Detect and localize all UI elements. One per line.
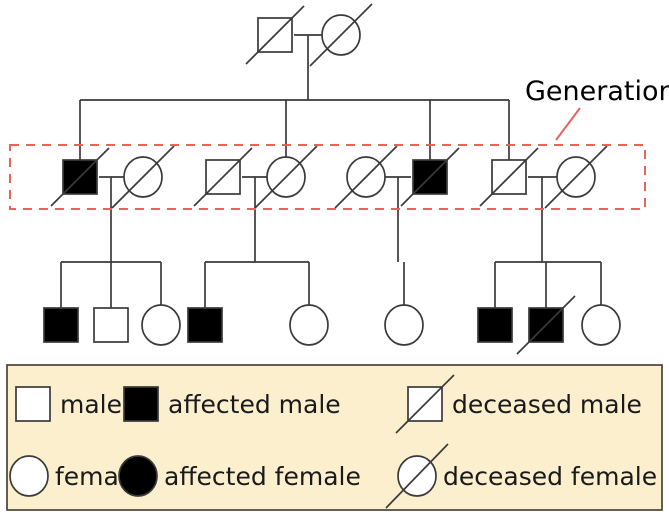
individual-III-1 [43, 307, 79, 343]
square-filled-icon [123, 386, 159, 422]
individual-I-2 [309, 3, 373, 67]
individual-symbols-layer [43, 3, 621, 355]
legend-item-affected-female: affected female [118, 455, 361, 497]
generation-annotation-label: Generation [525, 76, 669, 107]
legend-circle [9, 455, 49, 497]
deceased-slash [544, 145, 608, 209]
affected-male-square [43, 307, 79, 343]
individual-III-3 [141, 304, 181, 346]
connector-lines-layer [60, 34, 602, 308]
deceased-slash [245, 5, 305, 65]
legend-item-deceased-female: deceased female [385, 443, 657, 509]
male-square [93, 307, 129, 343]
legend-label: deceased male [452, 390, 642, 419]
individual-II-4 [254, 145, 318, 209]
individual-II-6 [400, 147, 460, 207]
circle-filled-icon [118, 455, 158, 497]
female-circle [141, 304, 181, 346]
individual-III-8 [516, 295, 576, 355]
deceased-slash [193, 147, 253, 207]
affected-male-square [187, 307, 223, 343]
legend-label: affected female [164, 462, 361, 491]
legend-row-1: male affected male deceased male [15, 374, 642, 434]
female-circle [289, 304, 329, 346]
legend-deceased-slash [395, 374, 455, 434]
female-circle [384, 304, 424, 346]
circle-slash-icon [385, 443, 449, 509]
individual-III-9 [581, 304, 621, 346]
deceased-slash [254, 145, 318, 209]
legend-background [6, 364, 663, 511]
legend-deceased-slash [385, 443, 449, 509]
deceased-slash [309, 3, 373, 67]
deceased-slash [400, 147, 460, 207]
affected-male-square [477, 307, 513, 343]
individual-III-4 [187, 307, 223, 343]
legend-label: affected male [168, 390, 341, 419]
annotation-pointer-layer [555, 107, 581, 141]
square-slash-icon [395, 374, 455, 434]
highlight-layer [9, 144, 646, 210]
individual-III-2 [93, 307, 129, 343]
individual-II-5 [334, 145, 398, 209]
individual-III-6 [384, 304, 424, 346]
legend-label: deceased female [443, 462, 657, 491]
legend-item-deceased-male: deceased male [395, 374, 642, 434]
legend-item-male: male [15, 386, 122, 422]
deceased-slash [334, 145, 398, 209]
individual-II-2 [111, 145, 175, 209]
legend-square [15, 386, 51, 422]
generation-pointer-line [555, 107, 581, 141]
individual-I-1 [245, 5, 305, 65]
individual-II-3 [193, 147, 253, 207]
deceased-slash [111, 145, 175, 209]
female-circle [581, 304, 621, 346]
deceased-slash [516, 295, 576, 355]
individual-III-5 [289, 304, 329, 346]
individual-II-8 [544, 145, 608, 209]
individual-II-7 [479, 147, 539, 207]
individual-III-7 [477, 307, 513, 343]
legend-circle [118, 455, 158, 497]
generation-1 [245, 3, 373, 67]
generation-2-highlight [9, 144, 646, 210]
deceased-slash [479, 147, 539, 207]
square-open-icon [15, 386, 51, 422]
generation-2 [50, 145, 608, 209]
individual-II-1 [50, 147, 110, 207]
legend-label: male [60, 390, 122, 419]
deceased-slash [50, 147, 110, 207]
circle-open-icon [9, 455, 49, 497]
legend-square [123, 386, 159, 422]
legend-item-affected-male: affected male [123, 386, 341, 422]
generation-3 [43, 295, 621, 355]
